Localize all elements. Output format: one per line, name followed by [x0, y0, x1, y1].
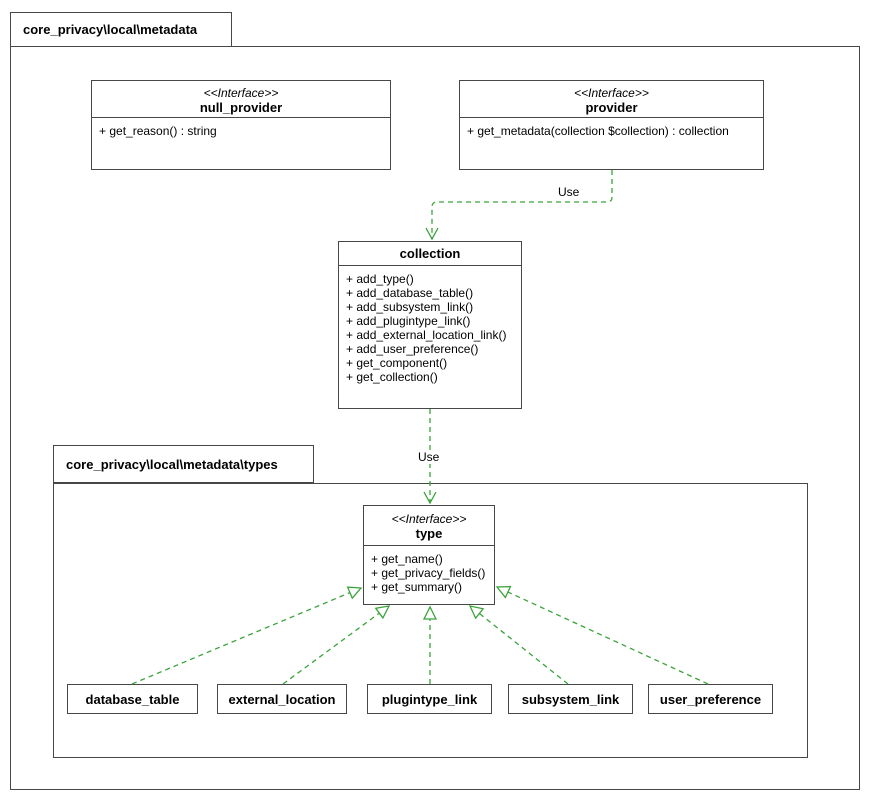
- methods-list: + add_type()+ add_database_table()+ add_…: [339, 266, 521, 408]
- edge-label-use-collection-type: Use: [416, 450, 442, 464]
- class-name: provider: [585, 100, 638, 115]
- stereotype-label: <<Interface>>: [203, 86, 279, 100]
- class-provider: <<Interface>> provider + get_metadata(co…: [459, 80, 764, 170]
- method-line: + get_privacy_fields(): [371, 566, 486, 580]
- class-header: <<Interface>> provider: [460, 81, 763, 118]
- class-header: <<Interface>> null_provider: [92, 81, 390, 118]
- stereotype-label: <<Interface>>: [391, 512, 467, 526]
- method-line: + get_collection(): [346, 370, 438, 384]
- methods-list: + get_metadata(collection $collection) :…: [460, 118, 763, 169]
- class-subsystem-link: subsystem_link: [508, 684, 633, 714]
- method-line: + add_type(): [346, 272, 414, 286]
- method-line: + add_external_location_link(): [346, 328, 507, 342]
- package-types-tab: core_privacy\local\metadata\types: [53, 445, 314, 483]
- package-title: core_privacy\local\metadata: [23, 22, 198, 37]
- method-line: + get_metadata(collection $collection) :…: [467, 124, 729, 138]
- class-header: collection: [339, 242, 521, 266]
- stereotype-label: <<Interface>>: [574, 86, 649, 100]
- class-name: plugintype_link: [381, 691, 478, 707]
- method-line: + add_user_preference(): [346, 342, 479, 356]
- method-line: + get_component(): [346, 356, 448, 370]
- class-name: collection: [399, 246, 461, 261]
- class-name: user_preference: [659, 691, 762, 707]
- class-plugintype-link: plugintype_link: [367, 684, 492, 714]
- class-user-preference: user_preference: [648, 684, 773, 714]
- class-name: type: [415, 526, 443, 541]
- method-line: + add_database_table(): [346, 286, 474, 300]
- class-type: <<Interface>> type + get_name()+ get_pri…: [363, 505, 495, 605]
- method-line: + get_reason() : string: [99, 124, 217, 138]
- class-external-location: external_location: [217, 684, 347, 714]
- package-title: core_privacy\local\metadata\types: [66, 456, 278, 472]
- class-collection: collection + add_type()+ add_database_ta…: [338, 241, 522, 409]
- methods-list: + get_name()+ get_privacy_fields()+ get_…: [364, 546, 494, 604]
- method-line: + add_plugintype_link(): [346, 314, 471, 328]
- methods-list: + get_reason() : string: [92, 118, 390, 169]
- class-header: <<Interface>> type: [364, 506, 494, 546]
- method-line: + get_summary(): [371, 580, 463, 594]
- method-line: + add_subsystem_link(): [346, 300, 474, 314]
- class-database-table: database_table: [67, 684, 198, 714]
- edge-label-use-provider-collection: Use: [556, 185, 582, 199]
- class-name: database_table: [85, 691, 180, 707]
- class-name: null_provider: [199, 100, 283, 115]
- package-core-privacy-local-metadata-tab: core_privacy\local\metadata: [10, 12, 232, 47]
- class-null-provider: <<Interface>> null_provider + get_reason…: [91, 80, 391, 170]
- class-name: external_location: [228, 691, 336, 707]
- class-name: subsystem_link: [521, 691, 620, 707]
- method-line: + get_name(): [371, 552, 443, 566]
